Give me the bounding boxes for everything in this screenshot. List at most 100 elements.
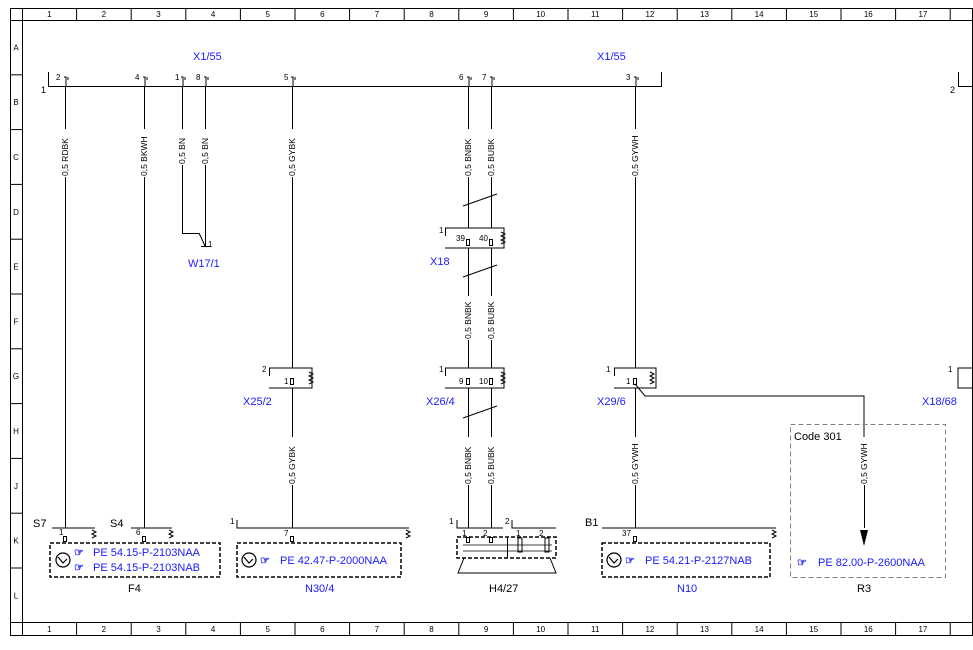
component-h4-27-box xyxy=(456,520,557,574)
pointing-hand-icon: ☞ xyxy=(74,547,84,559)
pin-x1-1: 1 xyxy=(175,73,180,82)
connector-w17-1[interactable]: W17/1 xyxy=(188,258,220,270)
component-f4-box xyxy=(49,527,221,578)
bus-point-right: 2 xyxy=(950,85,955,95)
row-tick-marks xyxy=(10,74,22,569)
pointing-hand-icon: ☞ xyxy=(625,555,635,567)
pin-x1-8: 8 xyxy=(196,73,201,82)
wire-label-gybk-top: 0,5 GYBK xyxy=(287,138,297,176)
wire-label-bn-2: 0,5 BN xyxy=(200,138,210,164)
connector-x1-55-left[interactable]: X1/55 xyxy=(193,51,222,63)
grid-column-number: 6 xyxy=(320,625,325,634)
grid-column-number: 2 xyxy=(102,625,107,634)
connector-x25-2[interactable]: X25/2 xyxy=(243,396,272,408)
grid-column-number: 10 xyxy=(536,10,545,19)
column-tick-marks xyxy=(76,8,951,635)
pointing-hand-icon: ☞ xyxy=(797,557,807,569)
grid-column-number: 9 xyxy=(484,10,489,19)
pin-n30-id: 1 xyxy=(230,517,235,526)
pin-x1-3: 3 xyxy=(626,73,631,82)
wire-label-bubk-low: 0,5 BUBK xyxy=(486,446,496,484)
grid-row-letter: K xyxy=(13,537,19,546)
grid-row-letter: D xyxy=(13,208,19,217)
connector-x18-body xyxy=(445,227,507,249)
grid-column-number: 1 xyxy=(47,625,52,634)
code-301-box xyxy=(790,424,946,578)
grid-row-letter: J xyxy=(14,482,18,491)
component-r3-name[interactable]: R3 xyxy=(857,583,871,595)
pin-n10-37: 37 xyxy=(622,529,631,538)
wire-label-gybk-low: 0,5 GYBK xyxy=(287,446,297,484)
grid-column-number: 5 xyxy=(265,625,270,634)
connector-x29-6[interactable]: X29/6 xyxy=(597,396,626,408)
pin-x29-id: 1 xyxy=(606,365,611,374)
grid-column-number: 16 xyxy=(864,625,873,634)
pin-x18-40: 40 xyxy=(479,234,488,243)
pin-h4-b1: 1 xyxy=(516,529,521,538)
wire-label-bubk-mid: 0,5 BUBK xyxy=(486,301,496,339)
wire-label-bnbk-low: 0,5 BNBK xyxy=(463,446,473,484)
grid-column-number: 16 xyxy=(864,10,873,19)
connector-x18[interactable]: X18 xyxy=(430,256,450,268)
pin-h4-id2: 2 xyxy=(505,517,510,526)
pin-h4-1: 1 xyxy=(462,529,467,538)
connector-x26-4-body xyxy=(445,367,507,389)
ref-r3[interactable]: PE 82.00-P-2600NAA xyxy=(818,557,926,569)
grid-column-number: 1 xyxy=(47,10,52,19)
ref-f4-1[interactable]: PE 54.15-P-2103NAA xyxy=(93,547,201,559)
wire-label-gywh-top: 0,5 GYWH xyxy=(630,135,640,176)
grid-row-letter: A xyxy=(13,43,19,52)
pin-x1-2: 2 xyxy=(56,73,61,82)
grid-column-number: 3 xyxy=(156,10,161,19)
connector-x1-55-right[interactable]: X1/55 xyxy=(597,51,626,63)
connector-x25-2-body xyxy=(269,367,315,389)
pin-f4-6: 6 xyxy=(136,528,141,537)
component-n10-box xyxy=(601,527,778,578)
grid-column-number: 5 xyxy=(265,10,270,19)
grid-column-number: 6 xyxy=(320,10,325,19)
grid-column-number: 3 xyxy=(156,625,161,634)
pin-x1-7: 7 xyxy=(482,73,487,82)
grid-column-number: 2 xyxy=(102,10,107,19)
grid-column-number: 14 xyxy=(755,625,764,634)
pin-f4-s7: S7 xyxy=(33,518,46,530)
pin-x1-5: 5 xyxy=(284,73,289,82)
grid-row-letter: C xyxy=(13,153,19,162)
grid-column-number: 11 xyxy=(591,10,600,19)
pin-h4-b2: 2 xyxy=(539,529,544,538)
connector-x26-4[interactable]: X26/4 xyxy=(426,396,455,408)
component-n10-name[interactable]: N10 xyxy=(677,583,697,595)
component-n30-4-box xyxy=(236,520,412,578)
ref-f4-2[interactable]: PE 54.15-P-2103NAB xyxy=(93,562,200,574)
wires xyxy=(65,86,865,528)
pin-n10-b1: B1 xyxy=(585,517,598,529)
grid-column-number: 8 xyxy=(429,625,434,634)
connector-x18-68[interactable]: X18/68 xyxy=(922,396,957,408)
grid-row-letter: L xyxy=(14,591,19,600)
grid-row-letter: F xyxy=(14,317,19,326)
grid-column-number: 12 xyxy=(645,10,654,19)
pin-h4-2: 2 xyxy=(483,529,488,538)
wire-label-bkwh: 0,5 BKWH xyxy=(139,136,149,176)
ref-n10[interactable]: PE 54.21-P-2127NAB xyxy=(645,555,752,567)
grid-column-number: 13 xyxy=(700,10,709,19)
ref-n30-4[interactable]: PE 42.47-P-2000NAA xyxy=(280,555,388,567)
pin-n30-7: 7 xyxy=(284,529,289,538)
wire-label-bnbk-mid: 0,5 BNBK xyxy=(463,301,473,339)
bus-point-left: 1 xyxy=(41,85,46,95)
grid-column-number: 15 xyxy=(809,625,818,634)
grid-column-number: 13 xyxy=(700,625,709,634)
pointing-hand-icon: ☞ xyxy=(260,555,270,567)
component-n30-4-name[interactable]: N30/4 xyxy=(305,583,334,595)
grid-column-number: 12 xyxy=(645,625,654,634)
component-h4-27-name[interactable]: H4/27 xyxy=(489,583,518,595)
pin-f4-s4: S4 xyxy=(110,518,123,530)
component-f4-name[interactable]: F4 xyxy=(128,583,141,595)
grid-column-number: 11 xyxy=(591,625,600,634)
pin-x25-id: 2 xyxy=(262,365,267,374)
grid-row-letter: G xyxy=(13,372,19,381)
x1-55-bus xyxy=(48,72,973,87)
